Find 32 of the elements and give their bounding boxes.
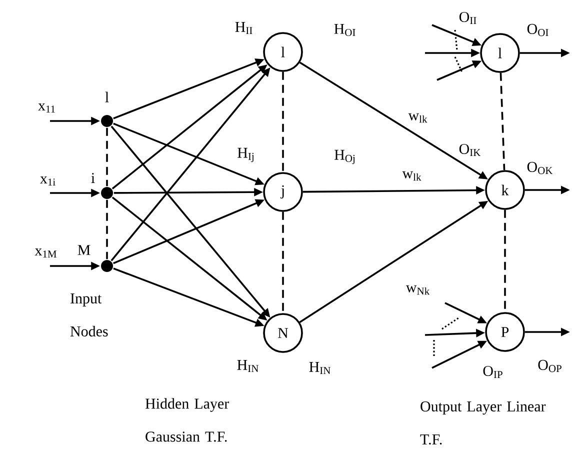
layer-caption: Output Layer Linear T.F. xyxy=(420,401,546,445)
edge-label: w$_{lk}$ xyxy=(401,170,423,182)
edge-label: x$_{1M}$ xyxy=(34,247,58,258)
edge-label: x$_{1i}$ xyxy=(38,175,58,186)
layer-caption: Hidden Layer Gaussian T.F. xyxy=(145,398,229,442)
edge-label: O$_{OI}$ xyxy=(526,22,550,38)
node-label: M xyxy=(78,245,90,255)
dashed-line xyxy=(282,212,284,314)
node-label: l xyxy=(105,92,109,102)
input-node-dot xyxy=(101,115,113,127)
node-label: H$_{IN}$ xyxy=(237,360,258,372)
dashed-line xyxy=(282,72,284,172)
node-label: H$_{Ij}$ xyxy=(238,148,254,162)
dashed-line xyxy=(106,200,108,260)
input-node-dot xyxy=(101,187,113,199)
edge-label: O$_{OK}$ xyxy=(526,160,554,176)
node-label: O$_{IK}$ xyxy=(459,144,481,156)
node-label: H$_{Oj}$ xyxy=(334,150,354,164)
node-label: H$_{II}$ xyxy=(235,22,252,34)
node-label: H$_{OI}$ xyxy=(334,24,356,36)
node-label: O$_{IP}$ xyxy=(483,366,502,378)
dashed-line xyxy=(106,128,108,186)
edge-label: w$_{lk}$ xyxy=(407,112,429,124)
edge-label: w$_{Nk}$ xyxy=(404,284,432,296)
node-label: i xyxy=(91,173,95,183)
layer-caption: Input Nodes xyxy=(70,294,108,336)
dashed-line xyxy=(500,72,506,170)
edge-label: x$_{11}$ xyxy=(36,102,58,114)
node-label: H$_{IN}$ xyxy=(309,362,330,374)
input-node-dot xyxy=(101,260,113,272)
edge-label: O$_{OP}$ xyxy=(536,358,564,374)
node-label: O$_{II}$ xyxy=(459,12,476,24)
